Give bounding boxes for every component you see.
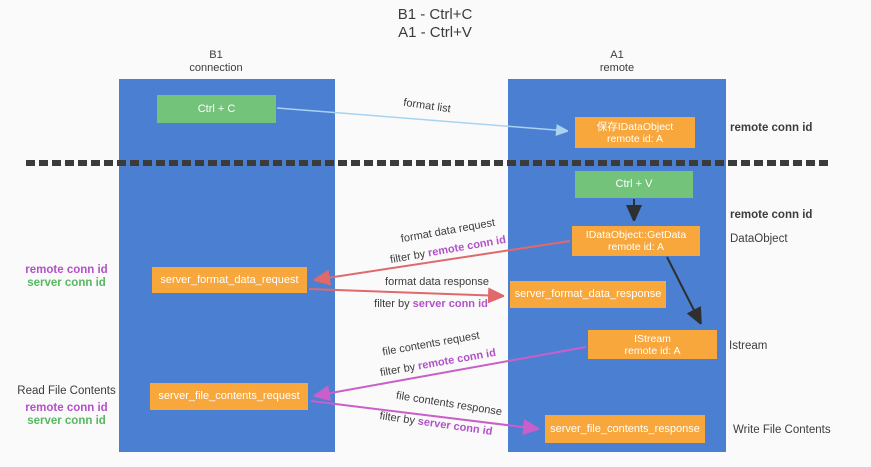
istream-line1: IStream [634,332,671,345]
node-saved-dataobject: 保存IDataObject remote id: A [575,117,695,148]
left-server-conn-id-label: server conn id [27,277,106,289]
left-remote-conn-id-label: remote conn id [25,264,108,276]
node-idataobject-getdata: IDataObject::GetData remote id: A [572,226,700,256]
saved-dataobject-line1: 保存IDataObject [596,120,674,133]
right-column-name: A1 [610,49,624,61]
server-conn-id-highlight: server conn id [412,298,488,310]
filter-by-prefix: filter by [378,410,419,428]
read-file-contents-label: Read File Contents [17,385,116,397]
format-data-response-label: format data response [385,276,489,288]
getdata-line2: remote id: A [607,241,665,253]
filter-by-prefix: filter by [374,298,413,310]
format-list-label: format list [402,96,452,116]
title-line-2: A1 - Ctrl+V [398,24,472,41]
remote-conn-id-highlight: remote conn id [417,346,497,373]
remote-conn-id-label-mid: remote conn id [730,209,813,221]
node-istream: IStream remote id: A [588,330,717,359]
left-column-name: B1 [209,49,223,61]
session-divider-dashed-line [26,160,832,166]
istream-line2: remote id: A [624,344,681,357]
istream-side-label: Istream [729,340,768,352]
left-column-subtitle: connection [189,62,243,74]
write-file-contents-label: Write File Contents [733,424,831,436]
node-server-format-data-response: server_format_data_response [510,281,666,308]
left2-server-conn-id-label: server conn id [27,415,106,427]
dataobject-label: DataObject [730,233,788,245]
remote-conn-id-label-top: remote conn id [730,122,813,134]
server-file-contents-response-label: server_file_contents_response [550,422,700,435]
node-server-format-data-request: server_format_data_request [152,267,307,293]
left-column-header: B1 connection [146,49,286,75]
diagram-title: B1 - Ctrl+C A1 - Ctrl+V [330,6,540,42]
server-format-data-response-label: server_format_data_response [514,288,662,300]
server-conn-id-highlight: server conn id [416,415,494,438]
format-data-response-filter-label: filter by server conn id [374,298,488,310]
node-server-file-contents-response: server_file_contents_response [545,415,705,443]
ctrl-c-label: Ctrl + C [197,102,236,115]
format-data-response-arrow [308,289,504,296]
filter-by-prefix: filter by [389,247,430,267]
right-column-header: A1 remote [547,49,687,75]
left-conn-id-block: remote conn id server conn id [14,264,119,290]
left2-remote-conn-id-label: remote conn id [25,402,108,414]
title-line-1: B1 - Ctrl+C [397,6,473,23]
saved-dataobject-line2: remote id: A [606,132,664,145]
right-column-subtitle: remote [599,62,635,74]
node-ctrl-v: Ctrl + V [575,171,693,198]
node-server-file-contents-request: server_file_contents_request [150,383,308,410]
filter-by-prefix: filter by [379,360,420,380]
node-ctrl-c: Ctrl + C [157,95,276,123]
read-file-contents-block: Read File Contents remote conn id server… [14,385,119,428]
server-format-data-request-label: server_format_data_request [160,273,299,286]
ctrl-v-label: Ctrl + V [615,178,653,190]
server-file-contents-request-label: server_file_contents_request [158,390,300,402]
getdata-line1: IDataObject::GetData [585,229,687,241]
